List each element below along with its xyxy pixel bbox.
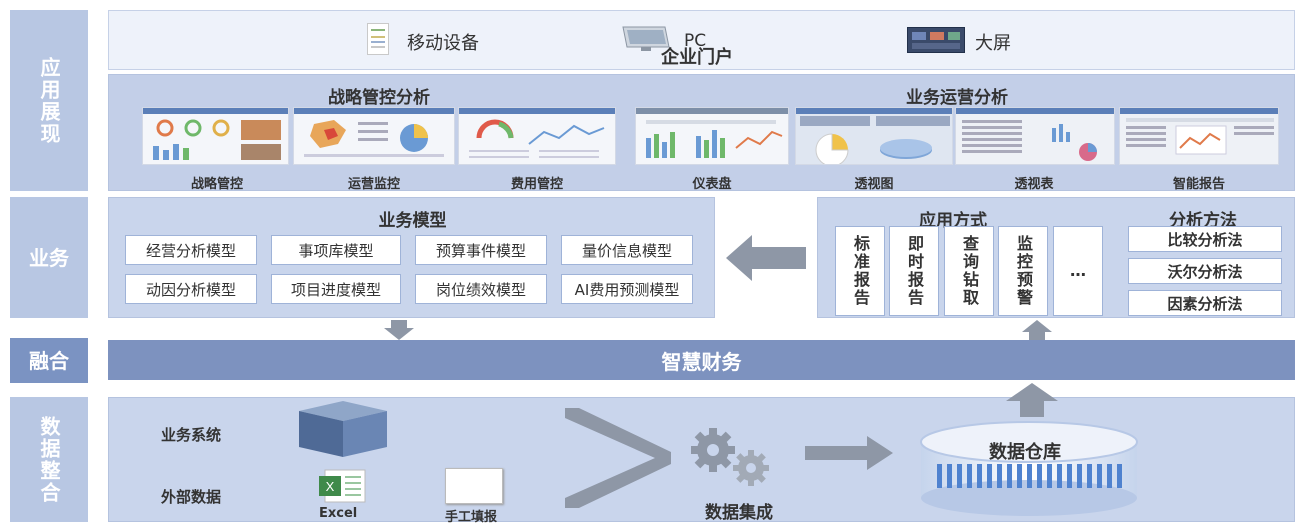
- data-integration-panel: 业务系统 外部数据 X Excel 手工填报: [108, 397, 1295, 525]
- app-way-instant-report-text: 即时报告: [905, 235, 924, 307]
- thumb-label-operation-monitor: 运营监控: [347, 177, 400, 192]
- thumb-label-pivot-table: 透视表: [1014, 177, 1054, 192]
- portal-name: 企业门户: [661, 47, 733, 68]
- thumb-smart-report[interactable]: [1119, 107, 1279, 165]
- fusion-bar: 智慧财务: [108, 340, 1295, 380]
- thumb-label-pivot-chart: 透视图: [854, 177, 894, 192]
- thumb-label-expense-control: 费用管控: [510, 177, 563, 192]
- thumb-expense-control[interactable]: [458, 107, 616, 165]
- app-way-instant-report[interactable]: 即时报告: [889, 226, 939, 316]
- app-way-standard-report[interactable]: 标准报告: [835, 226, 885, 316]
- converge-arrow-icon: [559, 408, 679, 508]
- model-box-ai-expense-forecast[interactable]: AI费用预测模型: [561, 274, 693, 304]
- arrow-up-small-icon: [1022, 320, 1052, 340]
- model-box-event-library[interactable]: 事项库模型: [271, 235, 401, 265]
- layer-label-data-text: 数据整合: [37, 415, 61, 504]
- pc-monitor-icon: [619, 25, 671, 53]
- business-model-panel: 业务模型 经营分析模型 事项库模型 预算事件模型 量价信息模型 动因分析模型 项…: [108, 197, 715, 318]
- thumb-operation-monitor[interactable]: [293, 107, 455, 165]
- business-model-title: 业务模型: [378, 211, 447, 231]
- method-factor[interactable]: 因素分析法: [1128, 290, 1282, 316]
- model-box-business-analysis[interactable]: 经营分析模型: [125, 235, 257, 265]
- model-box-driver-analysis[interactable]: 动因分析模型: [125, 274, 257, 304]
- thumb-label-smart-report: 智能报告: [1172, 177, 1225, 192]
- server-icon: [287, 401, 399, 457]
- pc-label: PC: [684, 31, 707, 51]
- excel-label: Excel: [319, 506, 358, 521]
- thumb-pivot-chart[interactable]: [795, 107, 953, 165]
- layer-label-fusion-text: 融合: [29, 348, 69, 373]
- data-warehouse-icon: [917, 420, 1141, 520]
- thumb-label-dashboard: 仪表盘: [692, 177, 732, 192]
- method-wall[interactable]: 沃尔分析法: [1128, 258, 1282, 284]
- mobile-device-label: 移动设备: [407, 33, 479, 54]
- app-way-monitor-alert[interactable]: 监控预警: [998, 226, 1048, 316]
- strategic-analysis-title: 战略管控分析: [328, 88, 430, 108]
- arrow-left-icon: [726, 235, 806, 281]
- app-way-query-drill-text: 查询钻取: [960, 235, 979, 307]
- arrow-up-large-icon: [1006, 383, 1058, 417]
- thumb-dashboard[interactable]: [635, 107, 789, 165]
- mobile-device-icon: [367, 23, 389, 55]
- layer-label-business-text: 业务: [29, 245, 69, 270]
- app-way-query-drill[interactable]: 查询钻取: [944, 226, 994, 316]
- app-way-more-text: …: [1070, 261, 1086, 280]
- arrow-right-icon: [805, 436, 893, 470]
- app-way-more[interactable]: …: [1053, 226, 1103, 316]
- thumb-label-strategic-control: 战略管控: [190, 177, 243, 192]
- model-box-volume-price[interactable]: 量价信息模型: [561, 235, 693, 265]
- big-screen-icon: [907, 27, 965, 53]
- portal-panel: 移动设备 PC 企业门户 大屏: [108, 10, 1295, 70]
- excel-icon: X: [317, 468, 367, 504]
- business-system-label: 业务系统: [161, 426, 222, 444]
- arrow-down-icon: [384, 320, 414, 340]
- app-way-standard-report-text: 标准报告: [851, 235, 870, 307]
- layer-label-business: 业务: [10, 197, 88, 318]
- thumb-strategic-control[interactable]: [142, 107, 289, 165]
- thumb-pivot-table[interactable]: [955, 107, 1115, 165]
- app-way-monitor-alert-text: 监控预警: [1014, 235, 1033, 307]
- gears-icon: [681, 426, 781, 488]
- layer-label-fusion: 融合: [10, 338, 88, 383]
- model-box-post-performance[interactable]: 岗位绩效模型: [415, 274, 547, 304]
- manual-entry-label: 手工填报: [445, 510, 498, 525]
- analysis-panel: 战略管控分析 业务运营分析 战略管控 运营监控 费用管控: [108, 74, 1295, 192]
- application-panel: 应用方式 分析方法 标准报告 即时报告 查询钻取 监控预警 … 比较分析法 沃尔…: [817, 197, 1295, 318]
- external-data-label: 外部数据: [161, 488, 222, 506]
- manual-entry-icon: [445, 468, 503, 504]
- model-box-budget-event[interactable]: 预算事件模型: [415, 235, 547, 265]
- fusion-bar-text: 智慧财务: [661, 349, 742, 374]
- data-integration-label: 数据集成: [705, 503, 773, 523]
- svg-text:X: X: [326, 479, 335, 494]
- method-comparative[interactable]: 比较分析法: [1128, 226, 1282, 252]
- model-box-project-progress[interactable]: 项目进度模型: [271, 274, 401, 304]
- layer-label-app-text: 应用展现: [37, 56, 61, 145]
- big-screen-label: 大屏: [975, 33, 1011, 54]
- operation-analysis-title: 业务运营分析: [906, 88, 1008, 108]
- layer-label-app: 应用展现: [10, 10, 88, 191]
- data-warehouse-label: 数据仓库: [989, 442, 1061, 463]
- layer-label-data: 数据整合: [10, 397, 88, 522]
